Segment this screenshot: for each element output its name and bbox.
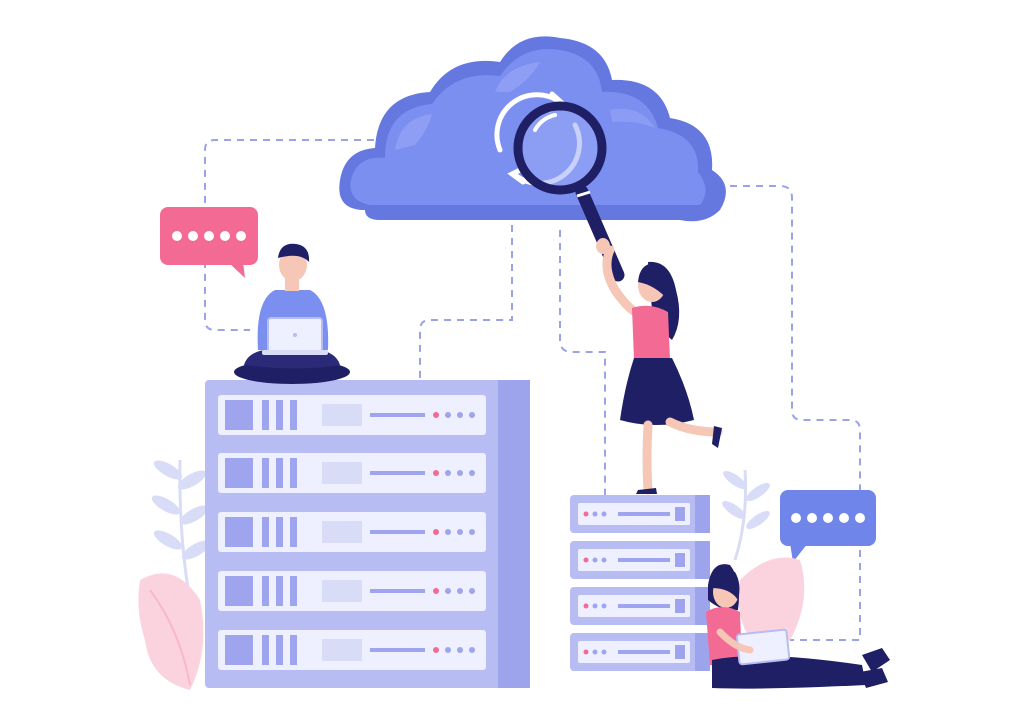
server-units: [218, 395, 486, 670]
chat-bubble-icon: [160, 207, 258, 278]
connector-middle: [419, 225, 513, 380]
laptop-icon: [262, 317, 328, 355]
chat-bubble-icon: [780, 490, 876, 562]
woman-with-magnifier: [596, 238, 723, 495]
server-rack-icon: [205, 380, 530, 688]
server-rack-icon: [570, 495, 710, 671]
connector-center: [559, 230, 606, 495]
plant-decoration: [138, 459, 805, 690]
woman-sitting-with-laptop: [706, 564, 890, 689]
connector-right-bottom: [790, 550, 861, 641]
connector-right-top: [730, 185, 861, 490]
magnifying-glass-icon: [513, 101, 625, 282]
man-with-laptop: [234, 243, 350, 384]
